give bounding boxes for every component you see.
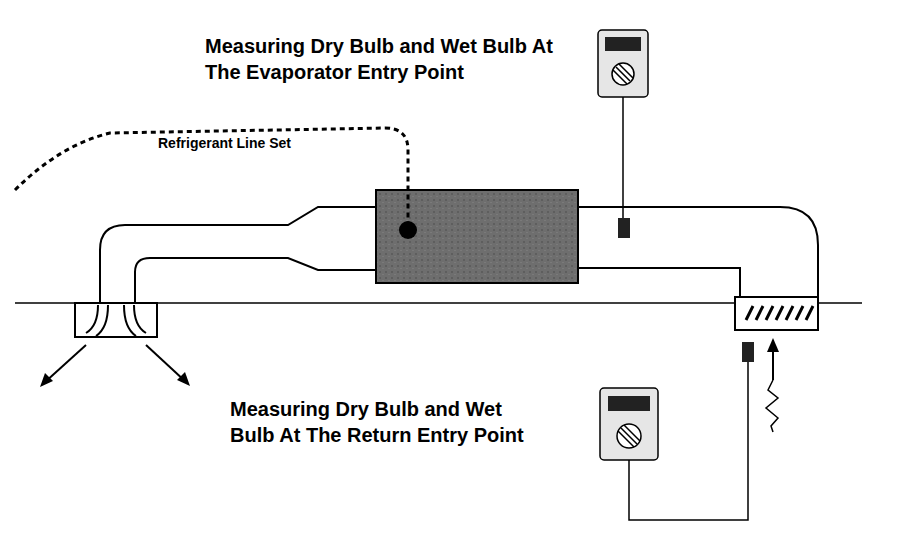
return-duct — [578, 207, 818, 303]
airflow-arrow — [146, 345, 186, 382]
return-grille — [735, 297, 818, 330]
grille-slat — [786, 306, 793, 320]
airflow-arrow — [44, 345, 86, 383]
return-duct-inner — [578, 268, 740, 303]
probe-wire — [622, 97, 624, 218]
probe — [618, 218, 630, 238]
dial-marks — [613, 64, 633, 84]
meter-display — [605, 37, 641, 51]
annotation-label: Measuring Dry Bulb and Wet Bulb At The R… — [230, 396, 527, 448]
refrigerant-line — [15, 128, 408, 228]
grille-slat — [776, 306, 783, 320]
grille-slat — [796, 306, 803, 320]
arrowhead — [177, 372, 190, 386]
probe-wire — [629, 362, 748, 520]
register-vanes — [86, 305, 146, 336]
meter-dial — [617, 424, 641, 448]
supply-duct-inner — [135, 258, 376, 303]
grille-slats — [746, 306, 813, 320]
meter — [598, 30, 648, 97]
arrowhead — [767, 338, 779, 352]
meter-dial — [612, 63, 634, 85]
dial-marks — [618, 425, 640, 447]
supply-duct — [100, 207, 376, 303]
grille-slat — [756, 306, 763, 320]
supply-register — [75, 303, 157, 337]
arrowhead — [40, 373, 53, 387]
annotation-label: Measuring Dry Bulb and Wet Bulb At The E… — [205, 33, 556, 85]
line-connection — [399, 221, 417, 239]
grille-slat — [766, 306, 773, 320]
evaporator-coil — [376, 190, 578, 283]
meter — [600, 388, 658, 460]
annotation-label: Refrigerant Line Set — [158, 134, 291, 152]
return-airflow — [772, 348, 774, 380]
grille-slat — [806, 306, 813, 320]
probe — [742, 342, 754, 362]
meter-display — [608, 396, 650, 411]
zigzag — [766, 380, 778, 432]
grille-slat — [746, 306, 753, 320]
